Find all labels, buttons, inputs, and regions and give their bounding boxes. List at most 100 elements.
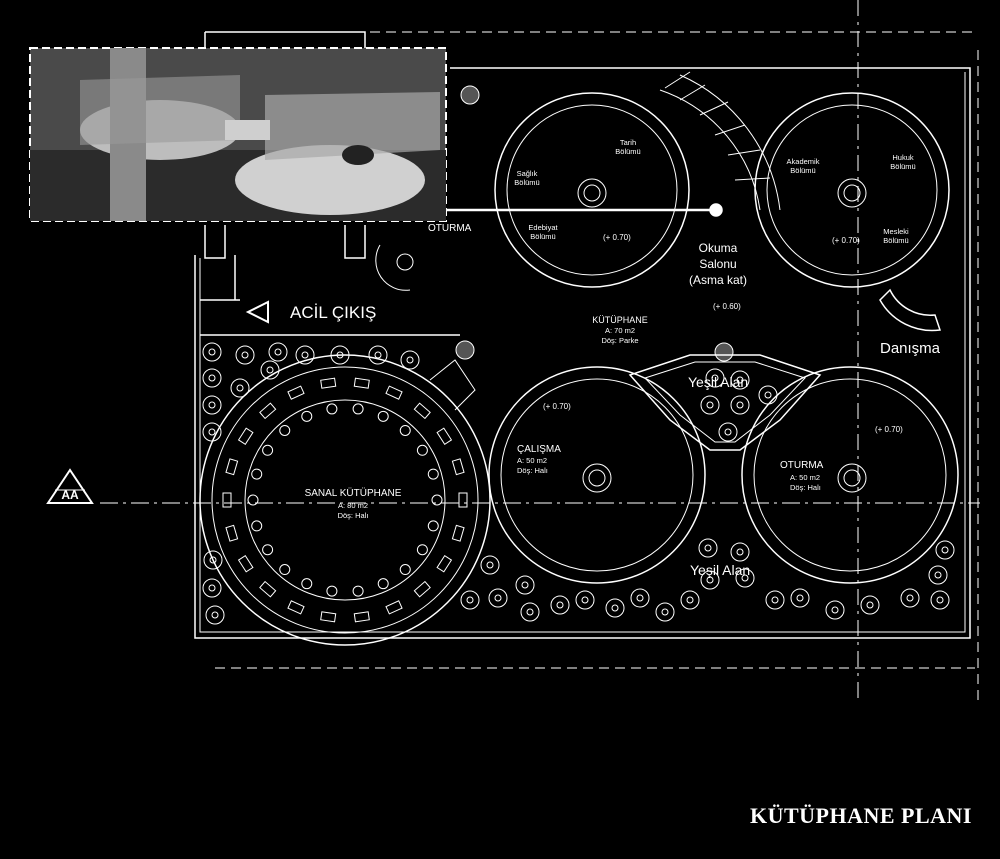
tree-icon [488,588,508,608]
tree-icon [758,385,778,405]
desk-icon [451,458,465,476]
chair-icon [377,410,389,422]
tree-icon [700,570,720,590]
oturma-circle [741,366,959,584]
chair-icon [262,444,274,456]
chair-icon [427,520,439,532]
edebiyat-label-1: Edebiyat [528,223,558,232]
desk-icon [436,555,453,573]
chair-icon [262,544,274,556]
chair-icon [247,494,259,506]
pod-right-inner [766,104,938,276]
calisma-circle [488,366,706,584]
chair-icon [301,410,313,422]
tree-icon [520,602,540,622]
tree-icon [605,598,625,618]
chair-icon [326,403,338,415]
desk-icon [451,524,465,542]
chair-icon [377,578,389,590]
mesleki-label-1: Mesleki [883,227,909,236]
level-left-top: (+ 0.70) [603,233,631,242]
tree-icon [330,345,350,365]
tree-icon [705,368,725,388]
chair-icon [352,585,364,597]
mesleki-label-2: Bölümü [883,236,908,245]
section-node [709,203,723,217]
desk-icon [222,492,232,508]
desk-icon [259,402,277,420]
desk-icon [413,402,431,420]
chair-icon [416,444,428,456]
tree-icon [295,345,315,365]
kutuphane-floor: Döş: Parke [601,336,638,345]
tree-icon [205,605,225,625]
desk-icon [320,377,337,389]
tree-icon [480,555,500,575]
kutuphane-area: A: 70 m2 [605,326,635,335]
tree-icon [368,345,388,365]
chair-icon [399,564,411,576]
hukuk-label-1: Hukuk [892,153,914,162]
chair-icon [279,564,291,576]
desk-icon [287,600,305,615]
level-calisma: (+ 0.70) [543,402,571,411]
tree-icon [203,550,223,570]
tree-icon [935,540,955,560]
tree-icon [575,590,595,610]
chair-icon [279,424,291,436]
desk-icon [385,385,403,400]
tree-icon [718,422,738,442]
chair-icon [251,468,263,480]
tree-icon [698,538,718,558]
tree-icon [202,422,222,442]
chair-icon [326,585,338,597]
okuma-label-2: Salonu [699,257,736,271]
tree-icon [730,395,750,415]
level-oturma: (+ 0.70) [875,425,903,434]
sanal-circle-core [244,399,446,601]
desk-icon [385,600,403,615]
outer-wall-inner [199,72,966,633]
okuma-label-3: (Asma kat) [689,273,747,287]
tree-icon [735,568,755,588]
tree-icon [202,368,222,388]
oturma-right-floor: Döş: Halı [790,483,821,492]
tree-icon [900,588,920,608]
desk-icon [237,555,254,573]
akademik-label-2: Bölümü [790,166,815,175]
tree-icon [700,395,720,415]
green-area-top [628,354,822,451]
saglik-label-1: Sağlık [517,169,538,178]
desk-icon [225,524,239,542]
tree-icon [928,565,948,585]
oturma-right-area: A: 50 m2 [790,473,820,482]
desk-icon [237,427,254,445]
yesil-alan-top-label: Yeşil Alan [688,374,748,390]
tree-icon [730,542,750,562]
door-arc [375,244,411,291]
desk-icon [259,580,277,598]
okuma-label-1: Okuma [699,241,738,255]
tree-icon [202,578,222,598]
corridor-wall-top [200,255,240,301]
sanal-label: SANAL KÜTÜPHANE [305,487,402,499]
tree-icon [400,350,420,370]
chair-icon [416,544,428,556]
exit-arrow-icon [245,300,269,324]
tree-icon [680,590,700,610]
tree-icons [202,342,955,625]
chair-icon [427,468,439,480]
sanal-floor: Döş: Halı [338,511,369,520]
plan-title: KÜTÜPHANE PLANI [749,803,972,828]
oturma-right-label: OTURMA [780,460,824,471]
calisma-label: ÇALIŞMA [517,444,561,455]
chair-icon [352,403,364,415]
columns [455,85,867,493]
tree-icon [515,575,535,595]
sanal-circle-outer [199,354,491,646]
level-center: (+ 0.60) [713,302,741,311]
desk-icon [353,377,370,389]
desk-icon [436,427,453,445]
stair-block [204,31,366,48]
